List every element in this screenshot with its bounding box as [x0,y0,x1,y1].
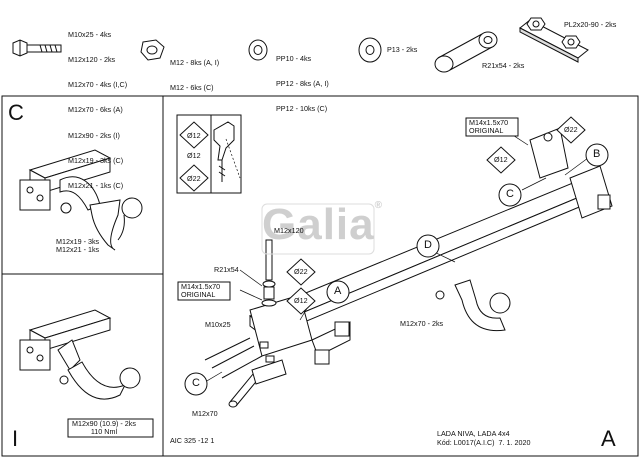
drill-d3: Ø22 [187,174,201,183]
bolt-spec: M12x70 - 6ks (A) [68,105,123,115]
m12x120-label: M12x120 [274,226,304,235]
washer-spec: PP12 - 10ks (C) [276,104,328,114]
nut-parts-list: M12 - 8ks (A, I) M12 - 6ks (C) [170,42,219,101]
ring-spec: P13 - 2ks [387,45,418,54]
drill-d2: Ø12 [187,151,201,160]
callout-d-circle [416,234,440,258]
d22-right-label: Ø22 [564,125,578,134]
callout-c2-circle [184,372,208,396]
panel-i-bolts: M12x90 (10.9) - 2ks 110 Nml [72,419,136,437]
callout-b: B [593,148,601,160]
main-border [1,95,639,457]
m12x70-bottom-label: M12x70 [192,409,218,418]
panel-c-letter: C [8,100,24,125]
nut-spec: M12 - 8ks (A, I) [170,57,220,67]
kod-date: Kód: L0017(A.I.C) 7. 1. 2020 [437,438,531,447]
galia-logo-mark [261,203,375,255]
callout-a: A [334,285,342,297]
sleeve-spec: R21x54 - 2ks [482,61,525,70]
plate-spec: PL2x20-90 - 2ks [564,20,617,29]
m12x70-hitch-label: M12x70 - 2ks [400,319,444,328]
bolt-spec: M10x25 - 4ks [68,29,112,39]
callout-c1-circle [498,183,522,207]
callout-c2: C [192,377,200,389]
callout-c1: C [506,188,514,200]
sleeve-icon [434,31,498,73]
m14-left-label: M14x1.5x70 ORIGINAL [181,282,221,300]
bolt-spec: M12x70 - 4ks (I,C) [68,80,128,90]
d12-right-label: Ø12 [494,155,508,164]
galia-logo-mark-r: ® [374,200,383,211]
panel-c-hitch [19,149,143,251]
callout-a-circle [326,280,350,304]
washer-parts-list: PP10 - 4ks PP12 - 8ks (A, I) PP12 - 10ks… [276,38,329,122]
nut-icon [140,39,165,61]
d12-left-label: Ø12 [294,296,308,305]
galia-logo-text: Galia [262,200,375,249]
vehicle-model: LADA NIVA, LADA 4x4 [437,429,510,438]
drill-box [176,114,242,194]
panel-a-letter: A [601,426,616,451]
drawing-code: AIC 325 -12 1 [170,436,215,445]
drill-d1: Ø12 [187,131,201,140]
nut-spec: M12 - 6ks (C) [170,83,214,93]
bolt-parts-list: M10x25 - 4ks M12x120 - 2ks M12x70 - 4ks … [68,14,127,199]
galia-logo: Galia® [262,200,383,250]
washer-spec: PP10 - 4ks [276,53,312,63]
m10x25-label: M10x25 [205,320,231,329]
washer-spec: PP12 - 8ks (A, I) [276,79,329,89]
bolt-spec: M12x21 - 1ks (C) [68,181,124,191]
washer-icon [248,39,268,61]
d22-left-label: Ø22 [294,267,308,276]
bolt-spec: M12x120 - 2ks [68,55,116,65]
r21x54-label: R21x54 [214,265,239,274]
bolt-spec: M12x90 - 2ks (I) [68,130,120,140]
panel-i-letter: I [12,426,19,451]
towbar-assembly [204,127,613,408]
bolt-spec: M12x19 - 3ks (C) [68,155,124,165]
panel-c-bolts: M12x19 - 3ks M12x21 - 1ks [56,237,100,255]
ring-icon [358,37,382,63]
callout-d: D [424,239,432,251]
plate-icon [519,17,589,63]
m14-right-label: M14x1.5x70 ORIGINAL [469,118,509,136]
callout-b-circle [585,143,609,167]
panel-i-hitch [19,309,141,400]
bolt-icon [12,39,62,57]
